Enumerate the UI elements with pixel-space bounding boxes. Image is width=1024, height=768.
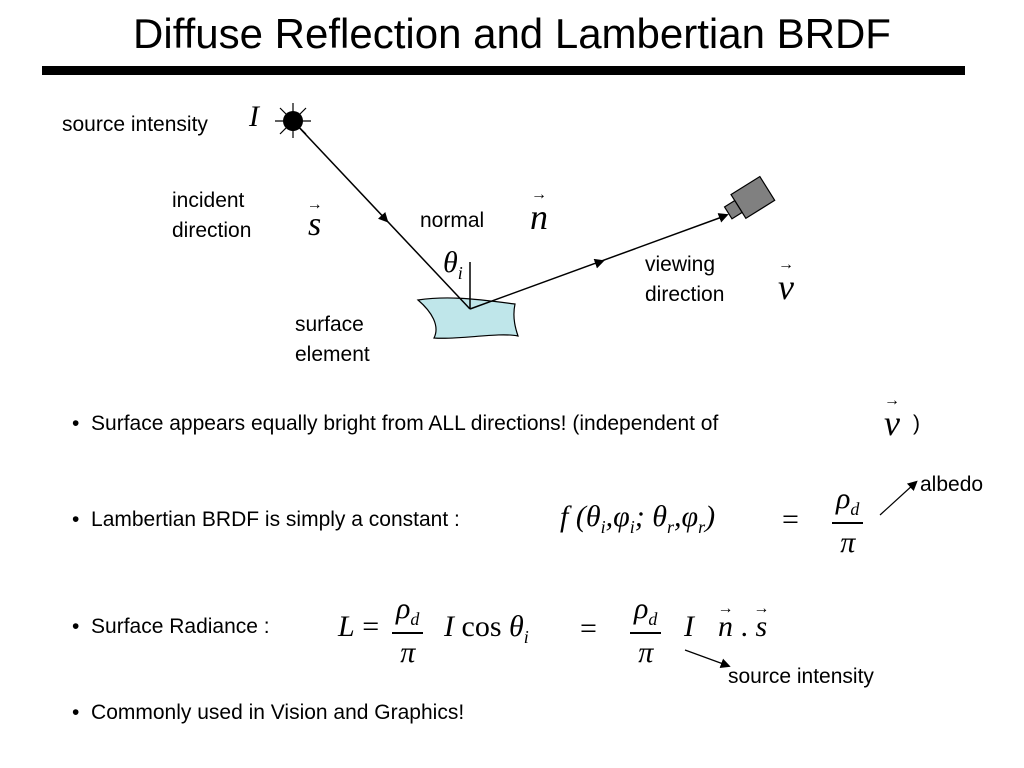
title-underline [42, 66, 965, 75]
bullet-2: • Lambertian BRDF is simply a constant : [72, 508, 460, 531]
radiance-I: I [684, 610, 694, 643]
viewing-ray-arrow-1 [559, 258, 605, 277]
vector-arrow-icon: → [531, 186, 547, 203]
brdf-equals: = [782, 503, 799, 536]
camera-icon [723, 175, 776, 220]
viewing-vector-v: →v [777, 256, 794, 307]
vector-arrow-icon: → [883, 392, 900, 409]
surface-label-1: surface [295, 313, 364, 336]
source-intensity-label: source intensity [62, 113, 208, 136]
bullet-1: • Surface appears equally bright from AL… [72, 412, 719, 435]
viewing-label-1: viewing [645, 253, 716, 276]
albedo-pointer [879, 480, 918, 516]
vector-arrow-icon: → [306, 196, 323, 213]
vector-arrow-icon: → [717, 600, 734, 617]
source-intensity-pointer [684, 649, 731, 668]
bullet-1-close: ) [913, 412, 920, 435]
surface-label-2: element [295, 343, 370, 366]
brdf-function: f (θi,φi; θr,φr) [560, 500, 716, 537]
slide-title: Diffuse Reflection and Lambertian BRDF [133, 10, 891, 57]
normal-vector-n: →n [530, 186, 548, 237]
albedo-label: albedo [920, 473, 984, 496]
viewing-ray-arrow-2 [689, 213, 729, 230]
normal-label: normal [420, 209, 485, 232]
radiance-L: L = [338, 610, 380, 643]
incident-ray-arrow [339, 170, 389, 223]
incident-label-2: direction [172, 219, 252, 242]
incident-label-1: incident [172, 189, 245, 212]
bullet-1-vector-v: →v [883, 392, 900, 443]
bullet-4: • Commonly used in Vision and Graphics! [72, 701, 465, 724]
light-source-icon [275, 103, 311, 138]
incident-vector-s: →s [306, 196, 323, 243]
surface-element [416, 297, 519, 339]
vector-arrow-icon: → [753, 600, 770, 617]
incident-angle: θi [443, 246, 463, 283]
source-intensity-annotation: source intensity [728, 665, 874, 688]
radiance-cos-term: I cos θi [444, 610, 529, 647]
bullet-3: • Surface Radiance : [72, 615, 270, 638]
source-symbol: I [249, 100, 259, 133]
vector-arrow-icon: → [777, 256, 794, 273]
viewing-label-2: direction [645, 283, 725, 306]
radiance-equals: = [580, 612, 597, 645]
radiance-n-dot-s: →n . →s [717, 600, 770, 643]
